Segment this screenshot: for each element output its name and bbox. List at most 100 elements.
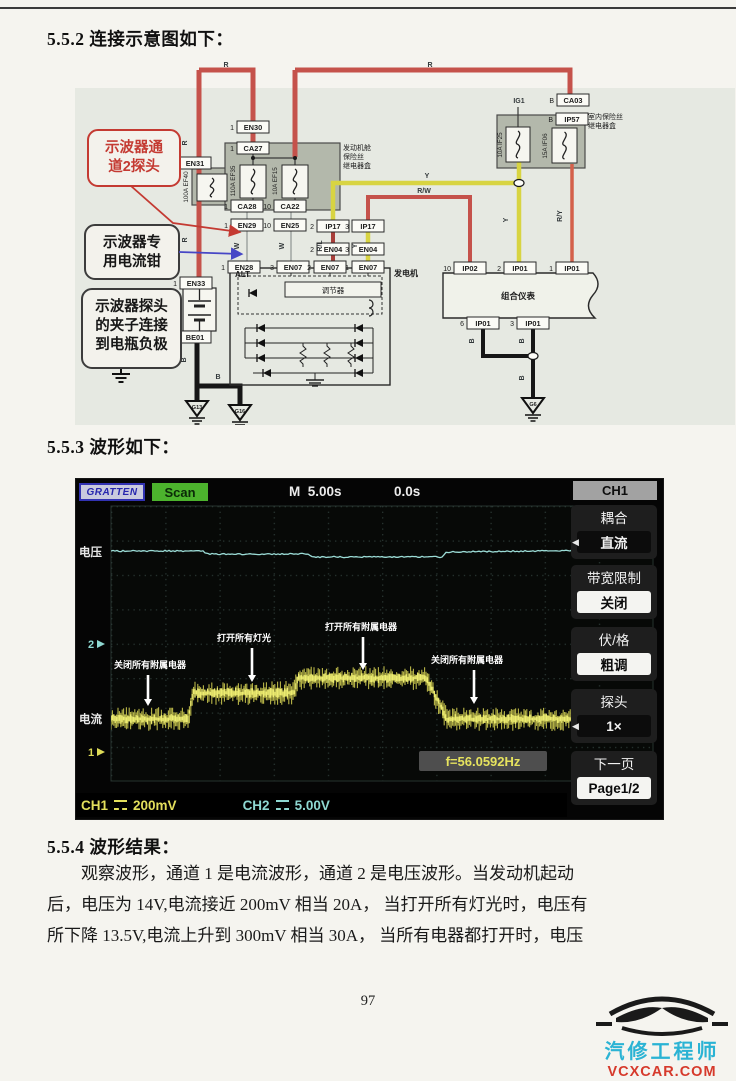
svg-text:电流: 电流 bbox=[79, 712, 102, 726]
ground-G16 bbox=[227, 404, 253, 422]
svg-text:IP17: IP17 bbox=[325, 222, 340, 231]
svg-text:B: B bbox=[215, 374, 220, 381]
scan-mode-badge: Scan bbox=[152, 483, 208, 501]
svg-text:CA22: CA22 bbox=[281, 202, 300, 211]
svg-text:打开所有灯光: 打开所有灯光 bbox=[217, 632, 271, 643]
svg-text:IP57: IP57 bbox=[564, 115, 579, 124]
callout-1 bbox=[84, 224, 180, 280]
connector-EN30: EN30 1 bbox=[230, 120, 270, 134]
left-arrow-icon: ◀ bbox=[572, 720, 579, 731]
svg-text:2: 2 bbox=[497, 266, 501, 273]
svg-text:Y: Y bbox=[425, 173, 430, 180]
svg-text:打开所有附属电器: 打开所有附属电器 bbox=[325, 621, 398, 632]
voltage-trace bbox=[111, 547, 653, 559]
wire-B bbox=[481, 327, 529, 358]
page-top-rule bbox=[0, 7, 736, 9]
ch1-label: CH1 bbox=[81, 797, 109, 813]
svg-text:发动机舱: 发动机舱 bbox=[343, 143, 371, 152]
svg-text:示波器通: 示波器通 bbox=[105, 138, 163, 156]
menu-group-1: 带宽限制关闭 bbox=[571, 565, 657, 619]
svg-text:IP17: IP17 bbox=[360, 222, 375, 231]
diode-symbol bbox=[257, 324, 265, 332]
watermark-site: VCXCAR.COM bbox=[607, 1064, 717, 1080]
svg-text:继电器盒: 继电器盒 bbox=[588, 121, 616, 130]
svg-text:保险丝: 保险丝 bbox=[343, 152, 364, 161]
svg-text:2: 2 bbox=[310, 247, 314, 254]
svg-text:EN30: EN30 bbox=[244, 123, 263, 132]
generator-box bbox=[229, 267, 391, 386]
svg-text:IG1: IG1 bbox=[513, 98, 524, 105]
svg-text:IP01: IP01 bbox=[525, 319, 540, 328]
svg-text:B: B bbox=[548, 117, 553, 124]
wire-R bbox=[199, 67, 256, 122]
left-arrow-icon: ◀ bbox=[572, 536, 579, 547]
diode-symbol bbox=[355, 324, 363, 332]
connector-EN07: EN07 1 bbox=[345, 260, 385, 274]
svg-text:EN31: EN31 bbox=[186, 159, 205, 168]
svg-text:W: W bbox=[234, 242, 241, 249]
svg-text:1: 1 bbox=[224, 223, 228, 230]
svg-text:G16: G16 bbox=[235, 409, 245, 415]
svg-text:组合仪表: 组合仪表 bbox=[501, 291, 536, 301]
svg-text:EN04: EN04 bbox=[359, 245, 378, 254]
svg-text:10: 10 bbox=[263, 204, 271, 211]
car-icon bbox=[596, 996, 728, 1036]
svg-text:R: R bbox=[182, 237, 189, 242]
regulator-box bbox=[284, 281, 382, 298]
menu-value: ◀直流 bbox=[572, 531, 651, 553]
heading-5-5-3: 5.5.3 波形如下： bbox=[47, 437, 180, 457]
resistor-symbol bbox=[299, 343, 307, 367]
dc-coupling-icon bbox=[275, 800, 289, 810]
svg-text:道2探头: 道2探头 bbox=[108, 157, 160, 175]
menu-group-3: 探头◀1× bbox=[571, 689, 657, 743]
svg-text:3: 3 bbox=[510, 321, 514, 328]
resistor-symbol bbox=[323, 343, 331, 367]
svg-text:2: 2 bbox=[307, 265, 311, 272]
svg-text:R: R bbox=[427, 62, 432, 69]
connector-IP01: IP01 2 bbox=[497, 261, 537, 275]
menu-value: 粗调 bbox=[577, 653, 651, 675]
trigger-offset-readout: 0.0s bbox=[394, 484, 421, 499]
svg-text:ALT: ALT bbox=[235, 270, 250, 279]
svg-text:10A IF25: 10A IF25 bbox=[497, 132, 504, 158]
svg-text:2: 2 bbox=[88, 639, 94, 651]
svg-text:3: 3 bbox=[345, 224, 349, 231]
svg-text:CA27: CA27 bbox=[244, 144, 263, 153]
svg-text:到电瓶负极: 到电瓶负极 bbox=[95, 335, 168, 353]
svg-text:室内保险丝: 室内保险丝 bbox=[588, 112, 623, 121]
diode-symbol bbox=[355, 354, 363, 362]
wire-RW bbox=[366, 195, 472, 263]
svg-text:3: 3 bbox=[345, 247, 349, 254]
menu-title: 耦合 bbox=[600, 511, 628, 526]
ch1-position-marker bbox=[97, 748, 105, 756]
svg-text:R/W: R/W bbox=[417, 188, 431, 195]
svg-text:1: 1 bbox=[88, 747, 94, 759]
wire-B bbox=[197, 383, 243, 404]
svg-text:1: 1 bbox=[224, 204, 228, 211]
menu-value: Page1/2 bbox=[577, 777, 651, 799]
menu-value: ◀1× bbox=[572, 715, 651, 737]
svg-text:1: 1 bbox=[345, 265, 349, 272]
svg-text:B: B bbox=[181, 357, 188, 362]
svg-text:用电流钳: 用电流钳 bbox=[103, 252, 161, 270]
svg-text:1: 1 bbox=[230, 125, 234, 132]
svg-text:BE01: BE01 bbox=[186, 333, 205, 342]
heading-5-5-2: 5.5.2 连接示意图如下： bbox=[47, 29, 234, 49]
svg-text:10A EF15: 10A EF15 bbox=[272, 167, 279, 195]
svg-text:EN33: EN33 bbox=[187, 279, 206, 288]
svg-text:EN07: EN07 bbox=[359, 263, 378, 272]
page-number: 97 bbox=[360, 993, 376, 1009]
svg-text:EN07: EN07 bbox=[284, 263, 303, 272]
svg-text:IP01: IP01 bbox=[512, 264, 527, 273]
menu-title: 伏/格 bbox=[598, 633, 630, 648]
scope-brand-logo: GRATTEN bbox=[79, 483, 145, 501]
diode-symbol bbox=[257, 339, 265, 347]
